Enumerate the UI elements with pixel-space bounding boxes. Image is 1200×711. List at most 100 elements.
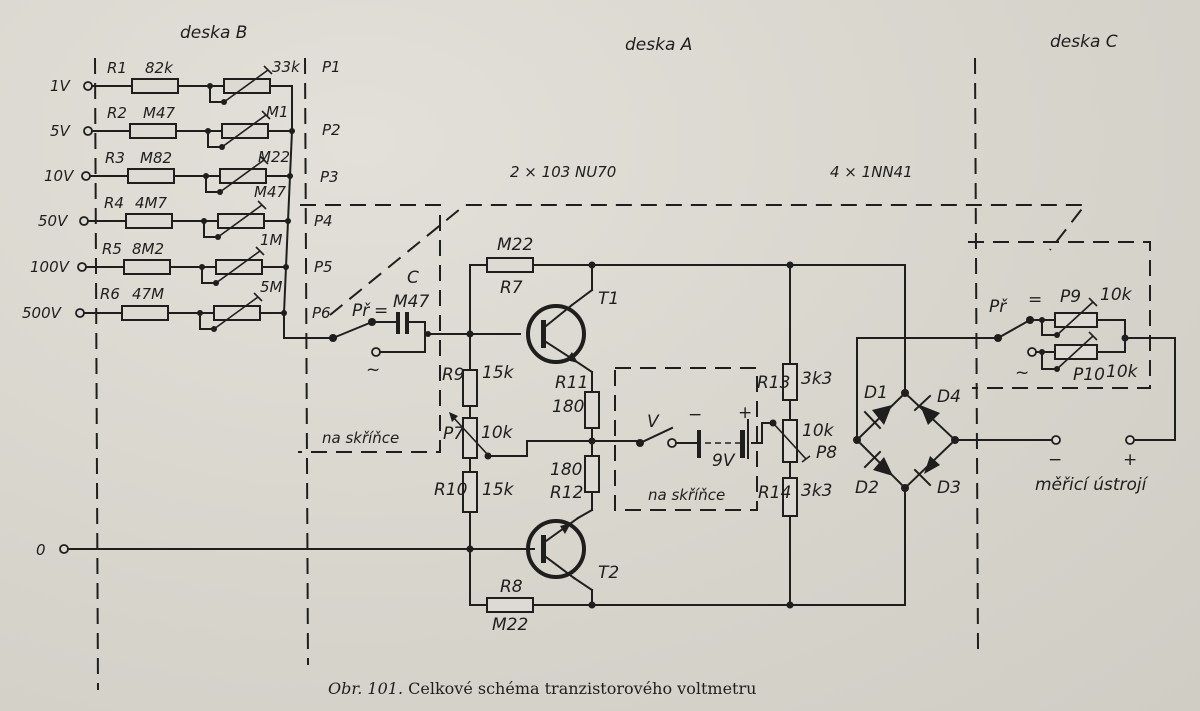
p9-name: P9: [1060, 287, 1081, 307]
enclosure-note-battery: na skříňce: [648, 486, 725, 504]
diode-d1: [863, 405, 892, 430]
mode-switch-input[interactable]: Př = ~: [329, 301, 388, 380]
input-row-50v: 50V R4 4M7 M47 P4: [38, 183, 333, 240]
switch-position-p1: P1: [322, 58, 341, 76]
switch-position-p4: P4: [314, 212, 333, 230]
t1-label: T1: [598, 289, 619, 309]
resistor-r7: M22 R7: [466, 235, 791, 338]
resistor-r12: [584, 455, 600, 493]
switch-dc-symbol: =: [374, 301, 388, 321]
switch-ac-symbol: ~: [366, 360, 380, 380]
resistor-r3: [127, 168, 175, 184]
diode-bridge: D1 D4 D2 D3: [789, 264, 1001, 606]
ac-terminal[interactable]: [371, 347, 381, 357]
r9-value: 15k: [482, 363, 515, 383]
meter-plus-terminal[interactable]: [1125, 435, 1135, 445]
diode-d2: [863, 450, 893, 476]
resistor-r8: R8 M22: [469, 577, 794, 635]
r11-name: R11: [555, 373, 588, 393]
input-terminal-5v[interactable]: [83, 126, 93, 136]
resistor-r5-name: R5: [102, 240, 122, 258]
potentiometer-p7[interactable]: [462, 417, 478, 459]
meter-plus-label: +: [1123, 450, 1137, 470]
switch-linkage: [329, 204, 1088, 316]
input-terminal-500v[interactable]: [75, 308, 85, 318]
d2-label: D2: [855, 478, 879, 498]
input-label-500v: 500V: [22, 304, 63, 322]
trimmer-4-value: M47: [254, 183, 286, 201]
board-b-right-boundary: [304, 57, 309, 666]
resistor-r2-value: M47: [143, 104, 175, 122]
r9-name: R9: [442, 365, 465, 385]
switch-output-ac-symbol: ~: [1015, 363, 1029, 383]
board-b-label: deska B: [180, 23, 247, 43]
input-ladder: 1V R1 82k 33k P1 5V R2: [22, 58, 341, 339]
ground-input-terminal[interactable]: [59, 544, 69, 554]
diode-d4: [913, 394, 940, 425]
d3-label: D3: [937, 478, 961, 498]
board-a-label: deska A: [625, 35, 692, 55]
resistor-r1: [131, 78, 179, 94]
input-row-5v: 5V R2 M47 M1 P2: [50, 103, 341, 150]
t2-label: T2: [598, 563, 619, 583]
input-terminal-1v[interactable]: [83, 81, 93, 91]
switch-position-p5: P5: [314, 258, 333, 276]
caption-number: Obr. 101.: [328, 679, 403, 698]
bias-divider: R9 15k P7 10k R10 15k: [434, 333, 528, 606]
input-label-100v: 100V: [30, 258, 71, 276]
balance-divider: R13 3k3 10k P8 R14 3k3: [757, 261, 837, 606]
caption: Obr. 101. Celkové schéma tranzistorového…: [328, 679, 756, 698]
mode-switch-output[interactable]: [996, 318, 1032, 340]
capacitor-name: C: [407, 268, 419, 288]
potentiometer-p9[interactable]: [1054, 312, 1098, 328]
resistor-r6: [121, 305, 169, 321]
switch-pr-output-label: Př: [989, 297, 1008, 317]
r11-value: 180: [552, 397, 584, 417]
battery-cell: [697, 430, 701, 458]
battery-circuit: V − + 9V: [636, 403, 777, 471]
input-label-50v: 50V: [38, 212, 69, 230]
r13-name: R13: [757, 373, 790, 393]
caption-text: Celkové schéma tranzistorového voltmetru: [403, 679, 756, 698]
r7-value: M22: [497, 235, 533, 255]
switch-position-p3: P3: [320, 168, 339, 186]
input-row-1v: 1V R1 82k 33k P1: [50, 58, 341, 105]
transistor-type-note: 2 × 103 NU70: [510, 163, 616, 181]
p7-name: P7: [443, 424, 464, 444]
d4-label: D4: [937, 387, 961, 407]
trimmer-5-value: 1M: [260, 231, 283, 249]
input-terminal-100v[interactable]: [77, 262, 87, 272]
enclosure-box-right: [968, 241, 1151, 389]
r12-value: 180: [550, 460, 582, 480]
r14-name: R14: [758, 483, 791, 503]
enclosure-note-left: na skříňce: [322, 429, 399, 447]
resistor-r4-value: 4M7: [135, 194, 167, 212]
r12-name: R12: [550, 483, 583, 503]
switch-position-p6: P6: [312, 304, 331, 322]
meter-minus-label: −: [1048, 450, 1062, 470]
resistor-r1-name: R1: [107, 59, 127, 77]
meter-label: měřicí ústrojí: [1035, 475, 1149, 495]
input-terminal-10v[interactable]: [81, 171, 91, 181]
input-row-100v: 100V R5 8M2 1M P5: [30, 231, 333, 286]
p8-name: P8: [816, 443, 837, 463]
resistor-r5-value: 8M2: [132, 240, 164, 258]
enclosure-box-left: [298, 204, 441, 453]
transistor-t1: T1: [526, 264, 619, 393]
resistor-r6-name: R6: [100, 285, 120, 303]
resistor-r2-name: R2: [107, 104, 127, 122]
trimmer-6-value: 5M: [260, 278, 283, 296]
battery-voltage: 9V: [712, 451, 736, 471]
battery-plus: +: [738, 403, 752, 423]
input-row-10v: 10V R3 M82 M22 P3: [44, 148, 339, 195]
transistor-t2: T2: [469, 508, 619, 606]
meter-minus-terminal[interactable]: [1051, 435, 1061, 445]
diode-d3: [913, 456, 940, 487]
r8-name: R8: [500, 577, 523, 597]
resistor-r3-name: R3: [105, 149, 125, 167]
switch-output-dc-symbol: =: [1028, 290, 1042, 310]
power-switch-v[interactable]: [638, 426, 674, 445]
board-b-left-boundary: [94, 57, 99, 691]
input-terminal-50v[interactable]: [79, 216, 89, 226]
